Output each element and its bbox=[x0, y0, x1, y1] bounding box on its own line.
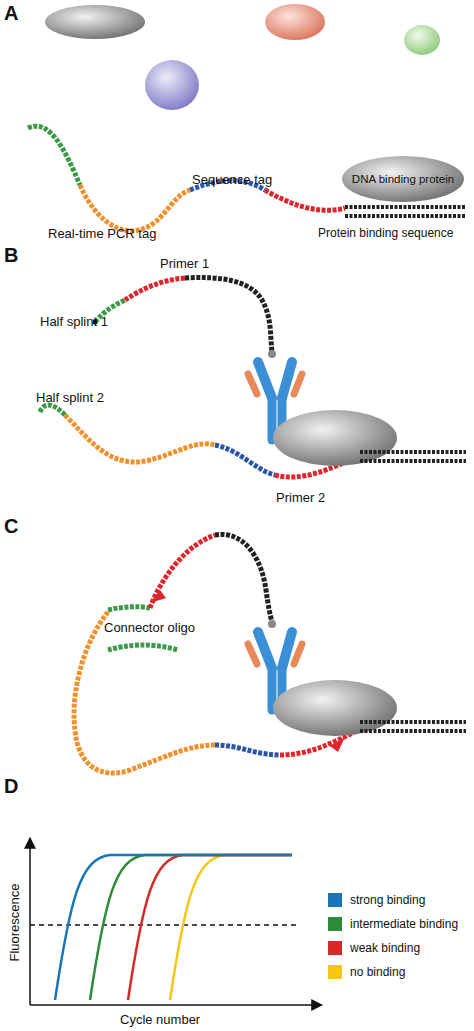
double-strand bbox=[345, 205, 466, 209]
protein-blob bbox=[273, 410, 397, 466]
amplification-curve bbox=[170, 855, 292, 1000]
linker-strand bbox=[185, 278, 272, 352]
region-label: Real-time PCR tag bbox=[48, 226, 156, 241]
extension-arrow bbox=[150, 590, 166, 603]
region-label: Sequence tag bbox=[192, 172, 272, 187]
legend-swatch bbox=[328, 893, 342, 907]
protein-blob bbox=[145, 60, 199, 110]
strand-label: Connector oligo bbox=[104, 620, 195, 635]
connector-oligo-strand bbox=[108, 645, 178, 650]
sequence-tag-strand bbox=[215, 445, 275, 475]
legend: strong binding intermediate binding weak b… bbox=[328, 888, 458, 984]
strand-label: Primer 1 bbox=[160, 256, 209, 271]
axis-title: Fluorescence bbox=[7, 883, 22, 961]
primer-strand bbox=[150, 535, 215, 608]
double-strand bbox=[360, 720, 466, 724]
double-strand bbox=[345, 214, 466, 218]
dna-strand-orange bbox=[80, 185, 190, 231]
legend-row: weak binding bbox=[328, 936, 458, 960]
antibody-arm bbox=[282, 362, 292, 398]
legend-swatch bbox=[328, 965, 342, 979]
antibody-light-chain bbox=[248, 644, 257, 664]
legend-row: no binding bbox=[328, 960, 458, 984]
strand-label: Primer 2 bbox=[276, 490, 325, 505]
threshold-line bbox=[30, 924, 300, 925]
amplification-curve bbox=[128, 855, 292, 1000]
linker-strand bbox=[215, 534, 272, 622]
double-strand bbox=[360, 459, 466, 463]
antibody-light-chain bbox=[248, 374, 257, 394]
axis-title: Cycle number bbox=[120, 1012, 200, 1027]
protein-blob bbox=[265, 4, 325, 40]
antibody-arm bbox=[282, 632, 292, 668]
legend-text: strong binding bbox=[350, 893, 425, 907]
sequence-tag-strand bbox=[215, 745, 280, 755]
legend-row: strong binding bbox=[328, 888, 458, 912]
y-axis bbox=[29, 838, 31, 1005]
dna-strand-green bbox=[28, 126, 80, 185]
legend-text: intermediate binding bbox=[350, 917, 458, 931]
legend-text: weak binding bbox=[350, 941, 420, 955]
pcr-tag-strand bbox=[74, 612, 215, 773]
region-label: Protein binding sequence bbox=[318, 226, 453, 241]
antibody-light-chain bbox=[294, 644, 302, 664]
antibody-light-chain bbox=[294, 374, 302, 394]
ellipse-fill bbox=[342, 156, 464, 202]
amplification-curve bbox=[55, 855, 292, 1000]
pcr-tag-strand bbox=[65, 415, 215, 462]
protein-blob bbox=[45, 5, 145, 39]
conjugation-point bbox=[268, 350, 276, 358]
panel-letter: D bbox=[4, 775, 18, 797]
strand-label: Half splint 1 bbox=[40, 314, 108, 329]
protein-blob bbox=[404, 25, 440, 55]
node-text: DNA binding protein bbox=[352, 173, 454, 186]
protein-ellipse: DNA binding protein bbox=[342, 156, 464, 202]
legend-swatch bbox=[328, 941, 342, 955]
protein-blob bbox=[273, 680, 397, 736]
x-axis bbox=[30, 1004, 322, 1006]
legend-text: no binding bbox=[350, 965, 405, 979]
legend-swatch bbox=[328, 917, 342, 931]
panel-letter: C bbox=[4, 515, 18, 537]
double-strand bbox=[360, 729, 466, 733]
extension-arrow bbox=[330, 737, 345, 752]
strand-label: Half splint 2 bbox=[36, 390, 104, 405]
half-splint-strand bbox=[108, 607, 150, 610]
panel-letter: B bbox=[4, 244, 18, 266]
amplification-curve bbox=[90, 855, 292, 1000]
half-splint-strand bbox=[40, 405, 65, 415]
double-strand bbox=[360, 450, 466, 454]
primer-strand bbox=[125, 278, 185, 300]
conjugation-point bbox=[268, 620, 276, 628]
dna-strand-red bbox=[265, 190, 345, 210]
panel-letter: A bbox=[4, 2, 18, 24]
legend-row: intermediate binding bbox=[328, 912, 458, 936]
